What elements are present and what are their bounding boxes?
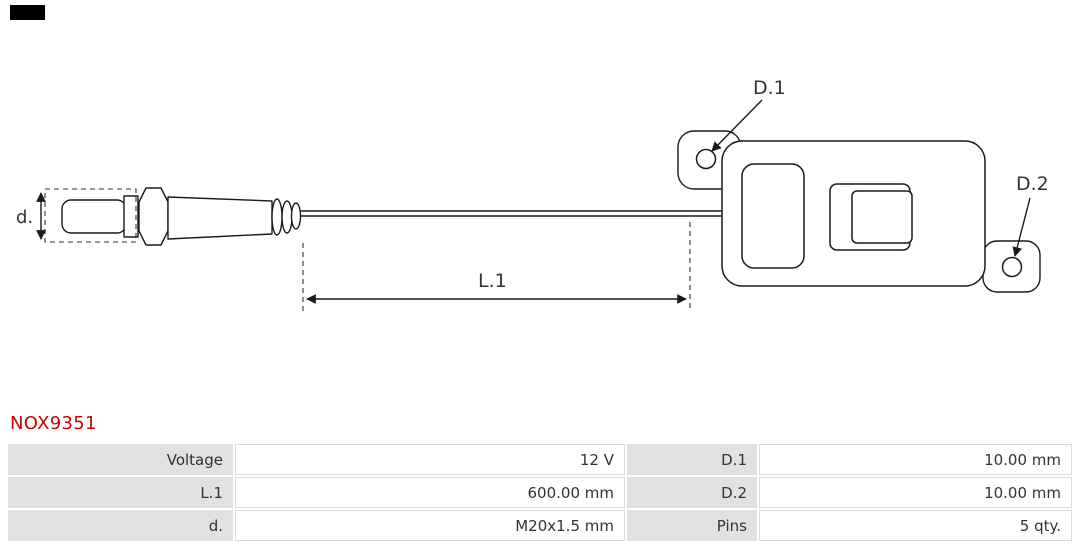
- dimension-label-l1: L.1: [478, 270, 507, 292]
- probe-tip: [61, 199, 127, 234]
- spec-label-cell: Pins: [627, 510, 757, 541]
- spec-value-cell: 10.00 mm: [759, 477, 1072, 508]
- probe-rib: [271, 198, 283, 236]
- part-number: NOX9351: [10, 413, 97, 434]
- spec-label-cell: L.1: [8, 477, 233, 508]
- spec-value-cell: M20x1.5 mm: [235, 510, 625, 541]
- spec-table: Voltage 12 V D.1 10.00 mm L.1 600.00 mm …: [8, 444, 1072, 541]
- dimension-label-d2: D.2: [1016, 173, 1049, 195]
- spec-value-cell: 600.00 mm: [235, 477, 625, 508]
- spec-label-cell: d.: [8, 510, 233, 541]
- dimension-label-d: d.: [16, 207, 33, 228]
- probe-hex-nut: [138, 187, 169, 246]
- mounting-holes: [695, 148, 1023, 278]
- module-block: [741, 163, 805, 269]
- sensor-diagram-svg: d. L.1 D.1 D.2: [10, 5, 1049, 312]
- probe-rib: [290, 202, 302, 230]
- probe-rib: [281, 200, 293, 234]
- callout-d1-leader: [711, 99, 763, 152]
- technical-drawing: d. L.1 D.1 D.2: [10, 5, 1049, 312]
- connector-inner: [851, 190, 913, 244]
- dimension-label-d1: D.1: [753, 77, 786, 99]
- probe-collar: [123, 195, 139, 238]
- logo-placeholder: [10, 5, 45, 20]
- sensor-probe: [61, 187, 302, 246]
- spec-value-cell: 10.00 mm: [759, 444, 1072, 475]
- sensor-cable: [300, 210, 722, 217]
- spec-label-cell: D.1: [627, 444, 757, 475]
- hole-d1: [695, 148, 717, 170]
- spec-label-cell: Voltage: [8, 444, 233, 475]
- dimension-lines: [36, 99, 1031, 304]
- probe-body: [167, 196, 273, 240]
- sensor-module: [721, 140, 986, 287]
- spec-value-cell: 5 qty.: [759, 510, 1072, 541]
- callout-d2-leader: [1012, 197, 1031, 257]
- hole-d2: [1001, 256, 1023, 278]
- spec-value-cell: 12 V: [235, 444, 625, 475]
- spec-label-cell: D.2: [627, 477, 757, 508]
